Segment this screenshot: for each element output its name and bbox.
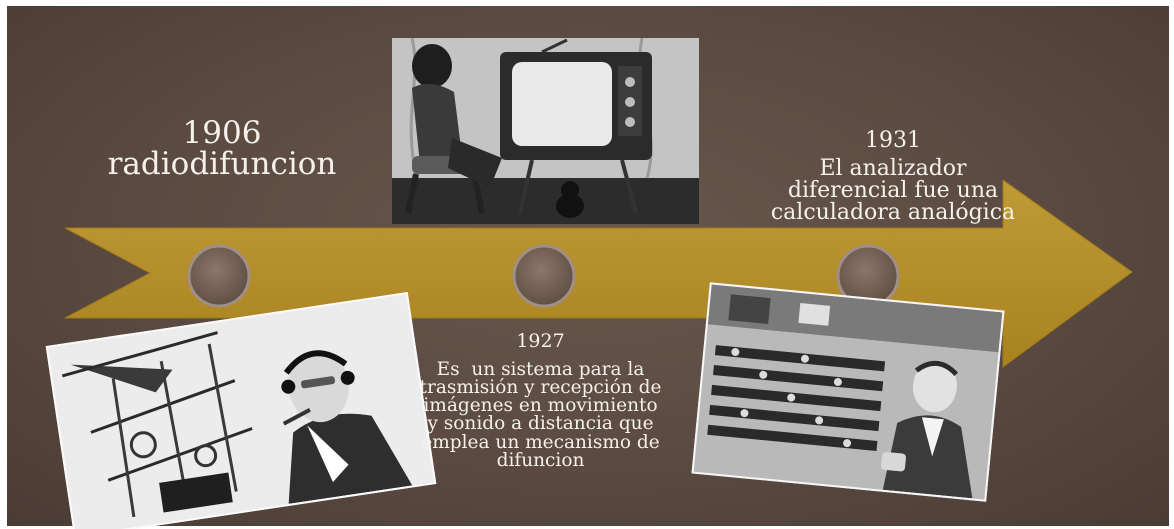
- timeline-marker-1927: [512, 244, 576, 308]
- event-year: 1931: [865, 128, 921, 153]
- event-1927: 1927 Es un sistema para la trasmisión y …: [398, 332, 683, 470]
- event-description-line: Es un sistema para la: [436, 359, 645, 380]
- event-1931: 1931 El analizador diferencial fue una c…: [768, 130, 1018, 224]
- photo-radio: [45, 292, 437, 529]
- event-description-line: trasmisión y recepción de: [419, 377, 662, 399]
- timeline-arrow: [64, 179, 1133, 368]
- timeline-marker-1906: [187, 244, 251, 308]
- event-year: 1927: [516, 330, 565, 352]
- timeline-markers: [187, 244, 900, 308]
- photo-differential-analyzer: [691, 282, 1005, 502]
- event-description-line: diferencial fue una: [787, 178, 999, 203]
- event-label: radiodifuncion: [107, 146, 337, 182]
- event-description-line: difuncion: [496, 449, 585, 471]
- photo-television: [392, 38, 699, 224]
- event-description-line: emplea un mecanismo de: [421, 431, 660, 453]
- event-description-line: El analizador: [819, 156, 967, 181]
- event-1906: 1906 radiodifuncion: [82, 118, 362, 180]
- event-description-line: imágenes en movimiento: [423, 395, 658, 417]
- event-description-line: calculadora analógica: [770, 200, 1016, 225]
- event-year: 1906: [182, 115, 262, 151]
- event-description-line: y sonido a distancia que: [427, 413, 654, 435]
